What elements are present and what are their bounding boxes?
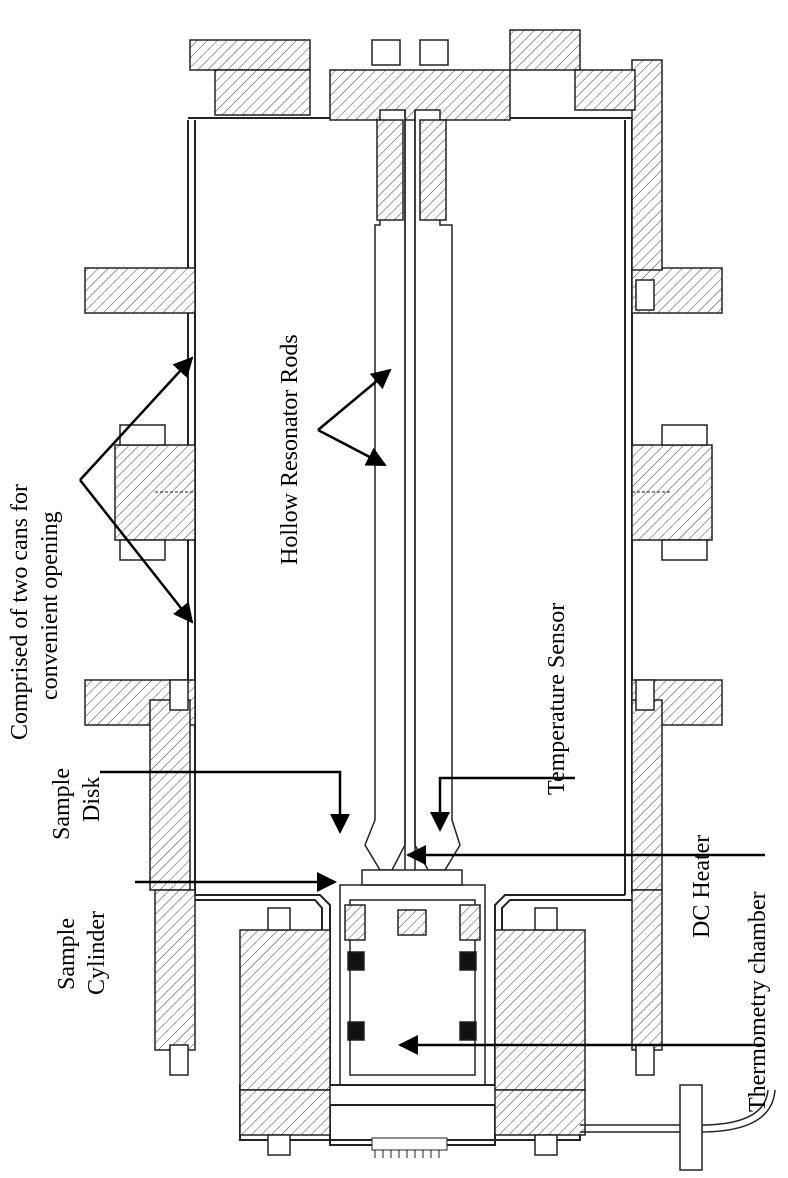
sample-disk-arrow: [100, 770, 350, 834]
sample-cylinder: [339, 884, 486, 1086]
side-pipe: [580, 1084, 776, 1171]
bottom-connector: [371, 1137, 448, 1158]
sample-disk-label-line2: Disk: [79, 776, 105, 822]
right-flanges: [494, 59, 723, 1136]
annotation-arrows: [79, 356, 765, 1055]
top-flange: [189, 29, 636, 121]
sample-cylinder-label-line2: Cylinder: [84, 911, 110, 995]
hollow-rods-label: Hollow Resonator Rods: [277, 334, 303, 565]
resonator-rods: [361, 109, 463, 886]
dc-heater-label: DC Heater: [689, 834, 715, 938]
rods-arrow-bottom: [317, 428, 387, 467]
thermometry-chamber-label: Thermometry chamber: [745, 891, 771, 1112]
cans-arrow-top: [79, 356, 194, 481]
cans-label-line1: Comprised of two cans for: [7, 484, 33, 740]
cans-label-line2: convenient opening: [37, 511, 63, 700]
sample-disk-label-line1: Sample: [49, 768, 75, 840]
sample-cylinder-label-line1: Sample: [54, 918, 80, 990]
temperature-sensor-arrow: [430, 776, 575, 832]
temperature-sensor-label: Temperature Sensor: [544, 602, 570, 795]
rods-arrow-top: [317, 368, 392, 431]
bolts: [119, 39, 708, 1156]
left-flanges: [84, 267, 331, 1136]
cans-arrow-bottom: [79, 479, 194, 624]
